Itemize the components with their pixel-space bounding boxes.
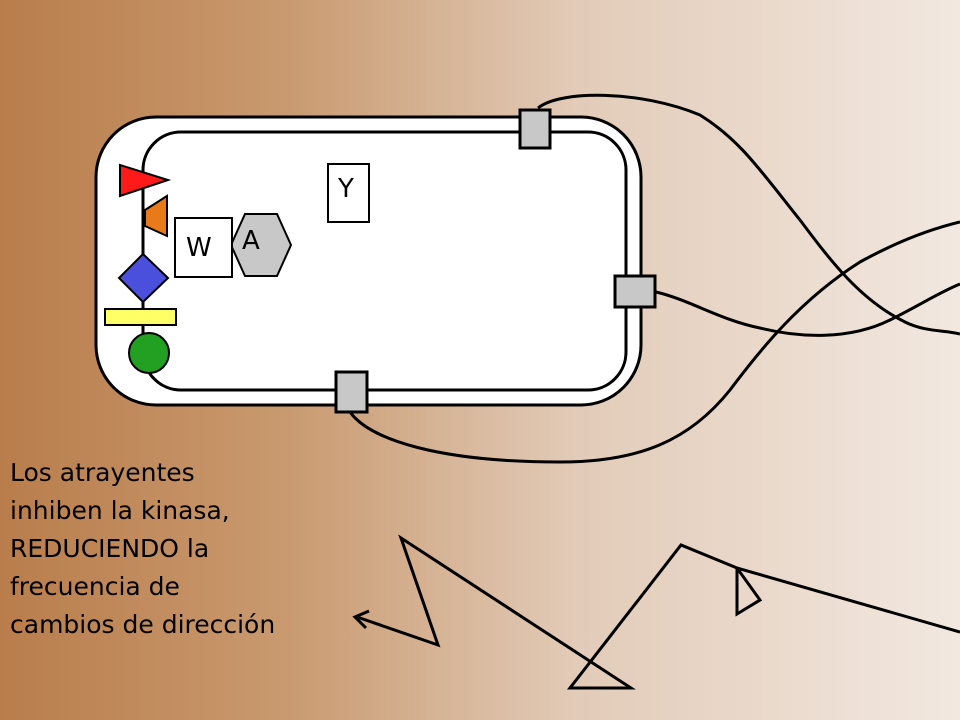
flagellum-middle <box>655 282 960 337</box>
flagellum-top <box>537 93 960 336</box>
orange-trapezoid-receptor <box>144 194 168 238</box>
protein-w-box <box>174 217 233 278</box>
caption-line: inhiben la kinasa, <box>10 496 230 525</box>
flagellar-motor <box>518 108 552 150</box>
red-flag-receptor <box>119 163 172 198</box>
swimming-path <box>356 534 960 690</box>
protein-a-hexagon <box>229 213 293 277</box>
caption-line: cambios de dirección <box>10 610 276 639</box>
flagellum-bottom <box>348 220 960 464</box>
protein-a-label: A <box>242 226 260 256</box>
caption-line: REDUCIENDO la <box>10 534 210 563</box>
flagellar-motor <box>334 370 369 414</box>
flagellar-motor <box>613 274 657 309</box>
caption-line: Los atrayentes <box>10 458 195 487</box>
blue-diamond <box>117 252 170 304</box>
caption: Los atrayentes inhiben la kinasa, REDUCI… <box>10 454 340 644</box>
protein-y-box <box>327 163 370 223</box>
green-circle <box>128 332 170 374</box>
protein-w-label: W <box>186 233 212 263</box>
path-arrowhead <box>352 609 370 630</box>
yellow-bar <box>104 308 177 326</box>
protein-y-label: Y <box>337 174 354 204</box>
caption-line: frecuencia de <box>10 572 180 601</box>
